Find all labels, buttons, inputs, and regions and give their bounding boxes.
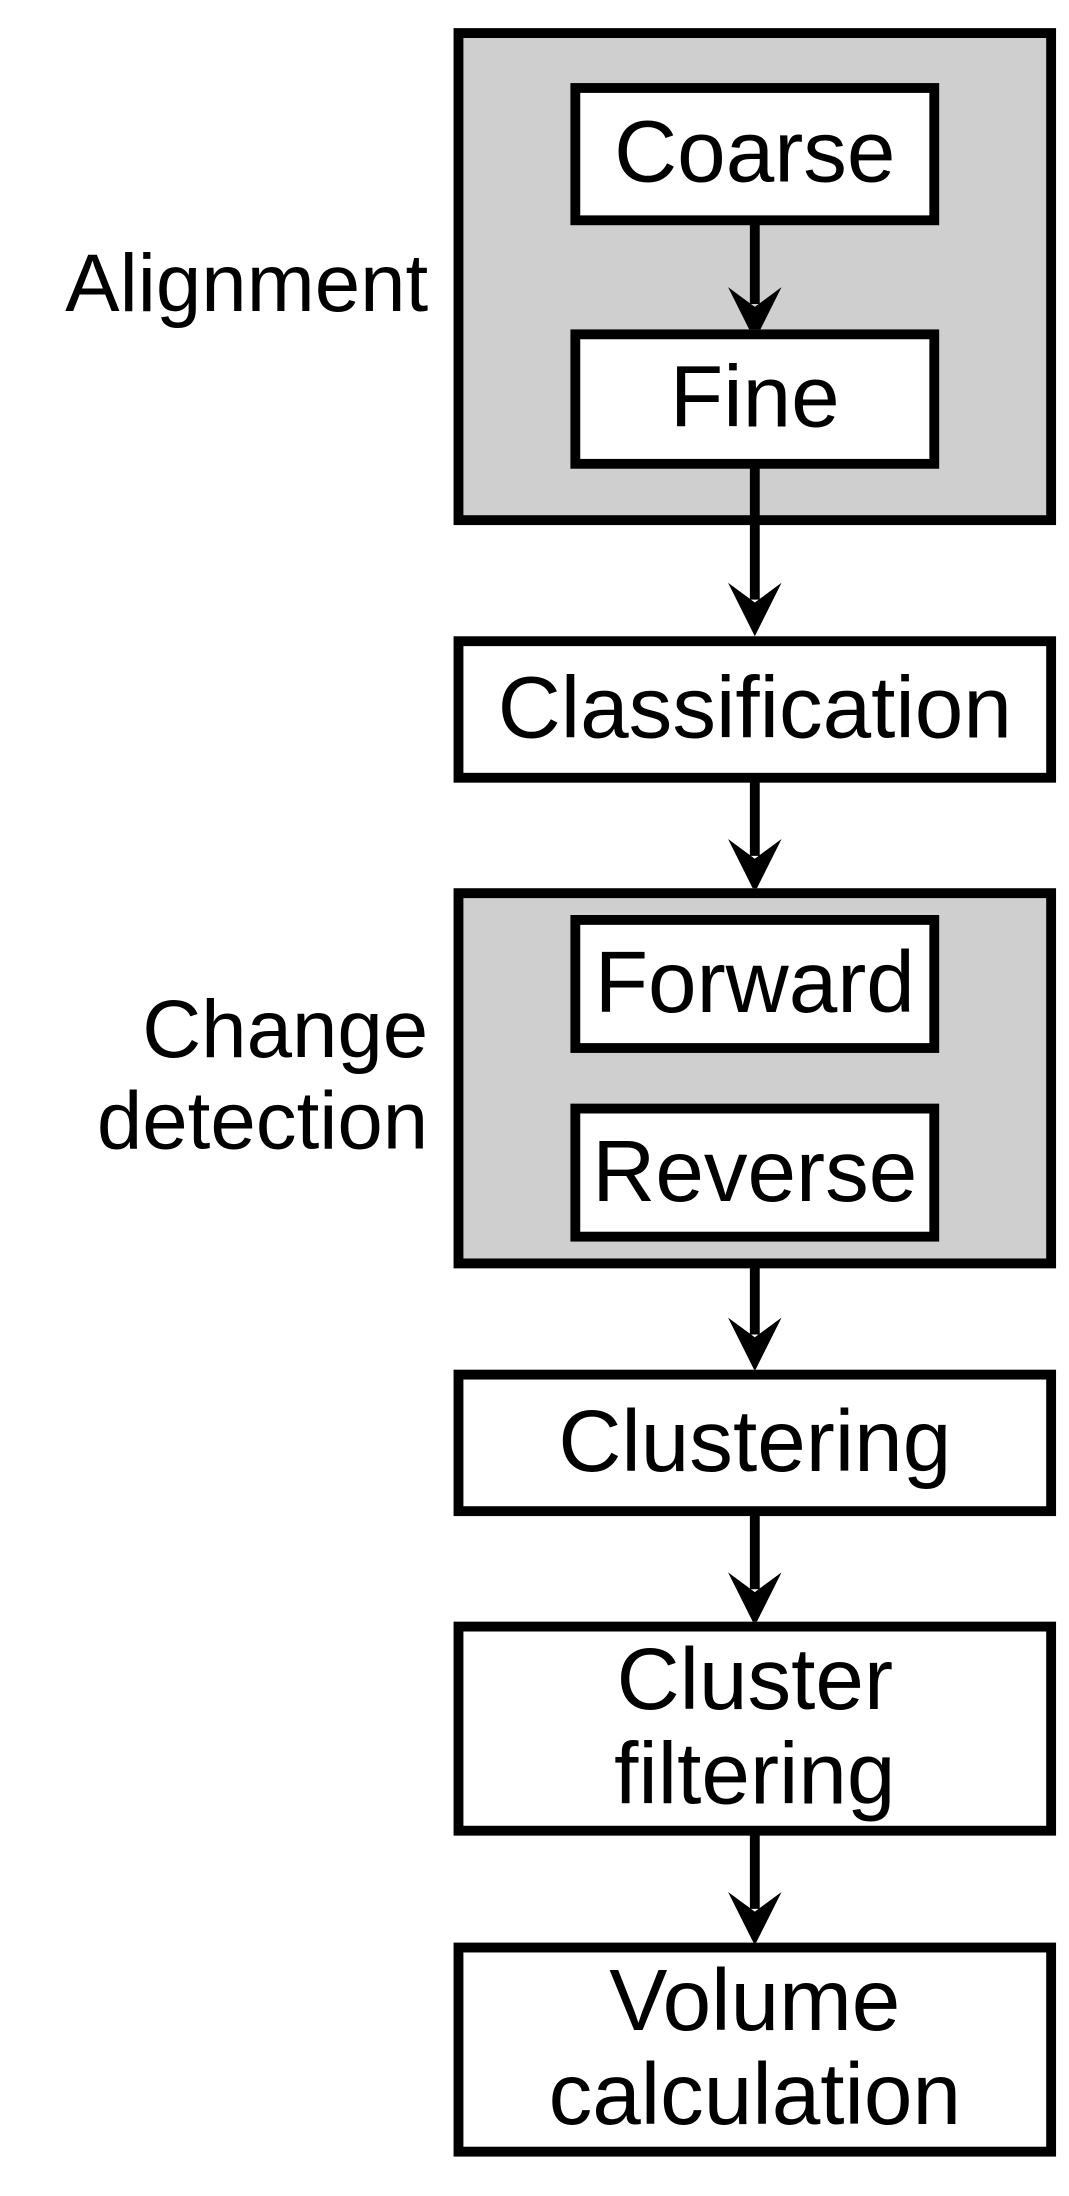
node-cluster-filtering-label: Cluster filtering xyxy=(614,1631,896,1823)
node-reverse[interactable]: Reverse xyxy=(570,1103,940,1242)
node-clustering-label: Clustering xyxy=(558,1392,952,1491)
arrow-alignment-to-classification xyxy=(724,464,786,637)
node-clustering[interactable]: Clustering xyxy=(453,1369,1057,1517)
node-forward[interactable]: Forward xyxy=(570,915,940,1053)
node-reverse-label: Reverse xyxy=(592,1122,918,1220)
node-forward-label: Forward xyxy=(594,934,915,1032)
arrow-classification-to-change-detection xyxy=(724,779,786,893)
arrow-cluster-filtering-to-volume-calculation xyxy=(724,1832,786,1946)
arrow-change-detection-to-clustering xyxy=(724,1261,786,1372)
node-fine[interactable]: Fine xyxy=(570,329,940,469)
node-fine-label: Fine xyxy=(669,349,840,447)
group-label-alignment: Alignment xyxy=(65,237,429,330)
group-label-change-detection: Change detection xyxy=(96,983,429,1167)
node-volume-calculation[interactable]: Volume calculation xyxy=(453,1942,1057,2157)
node-coarse[interactable]: Coarse xyxy=(570,83,940,226)
diagram-scale-wrapper: Alignment Coarse Fine Classification Cha… xyxy=(13,0,1057,2196)
node-classification-label: Classification xyxy=(497,659,1012,757)
arrow-coarse-to-fine xyxy=(724,222,786,341)
node-coarse-label: Coarse xyxy=(614,104,896,202)
node-volume-calculation-label: Volume calculation xyxy=(548,1952,962,2144)
arrow-clustering-to-cluster-filtering xyxy=(724,1513,786,1626)
node-cluster-filtering[interactable]: Cluster filtering xyxy=(453,1621,1057,1836)
node-classification[interactable]: Classification xyxy=(453,636,1057,783)
